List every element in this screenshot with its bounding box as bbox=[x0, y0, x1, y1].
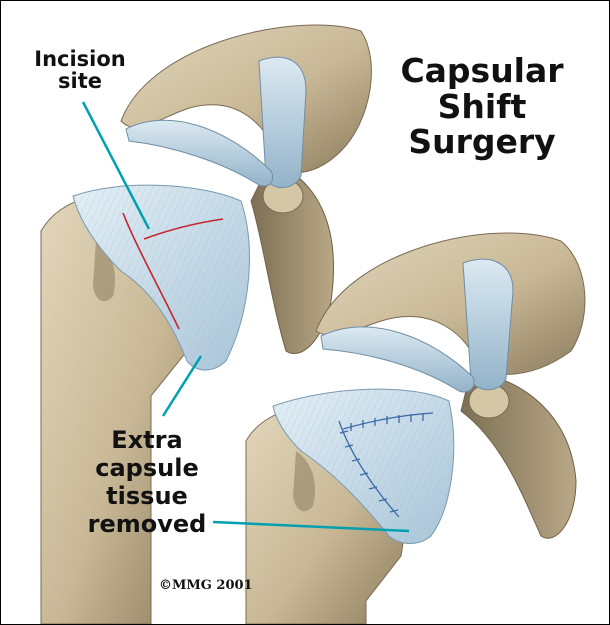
bottom-tendon-vertical bbox=[463, 259, 513, 390]
copyright-text: ©MMG 2001 bbox=[159, 578, 253, 593]
bottom-ligament bbox=[321, 327, 474, 392]
top-ligament bbox=[126, 120, 273, 186]
incision-site-label: Incision site bbox=[25, 48, 135, 92]
extra-tissue-label: Extra capsule tissue removed bbox=[67, 426, 227, 538]
diagram-title: Capsular Shift Surgery bbox=[387, 53, 577, 160]
